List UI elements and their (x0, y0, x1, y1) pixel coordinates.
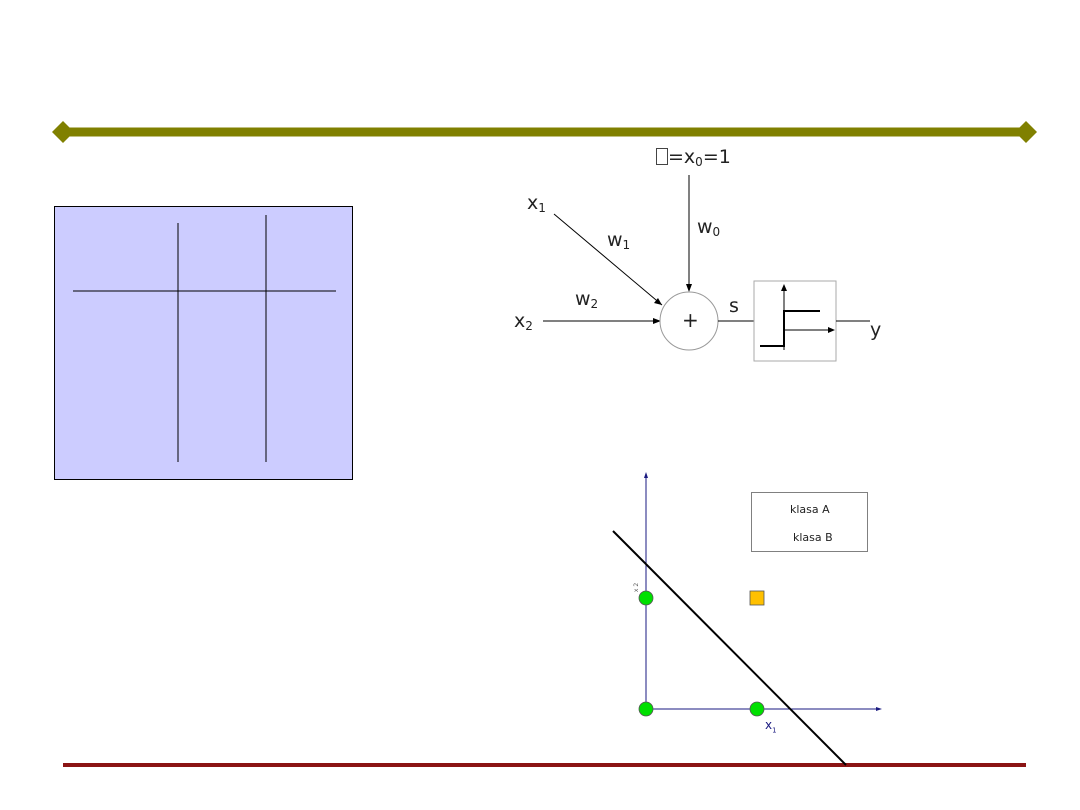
plot-legend (751, 492, 868, 552)
step-axis-vertical-arrowhead (781, 284, 787, 291)
title-rule-left-diamond (52, 121, 74, 143)
step-function-curve (760, 310, 820, 347)
activation-box (753, 280, 837, 362)
decision-boundary-line (612, 530, 847, 766)
neuron-diagram (543, 175, 870, 362)
plot-point-klasa-b-0 (638, 701, 654, 717)
output-y-label: y (870, 319, 882, 341)
weight-w0-label: w0 (697, 216, 721, 239)
weight-w2-label: w2 (575, 288, 599, 311)
plot-y-axis-arrowhead (644, 472, 648, 478)
truth-table-grid (73, 215, 336, 462)
plot-point-klasa-b-1 (749, 701, 765, 717)
title-rule-right-diamond (1015, 121, 1037, 143)
plot-x-axis-arrowhead (876, 707, 882, 711)
bias-label: =x0=1 (656, 148, 731, 168)
plot-point-klasa-b-2 (638, 590, 654, 606)
input-x1-label: x1 (527, 192, 546, 215)
step-axis-horizontal-arrowhead (828, 327, 835, 333)
input-x1-arrow (553, 213, 663, 306)
plot-point-klasa-a-3 (749, 590, 765, 606)
legend-label-klasa-b: klasa B (793, 531, 833, 544)
input-x1-arrowhead (654, 298, 662, 305)
plot-x-axis-label: x1 (765, 718, 777, 735)
plot-points (638, 590, 765, 717)
truth-table (54, 206, 353, 480)
summation-symbol: + (682, 308, 699, 332)
plot-y-axis-label: x 2 (633, 582, 641, 593)
sum-output-label: s (729, 295, 739, 317)
legend-label-klasa-a: klasa A (790, 503, 830, 516)
weight-w1-label: w1 (607, 229, 631, 252)
bias-arrowhead (686, 284, 692, 292)
input-x2-arrowhead (653, 318, 661, 324)
input-x2-label: x2 (514, 310, 533, 333)
